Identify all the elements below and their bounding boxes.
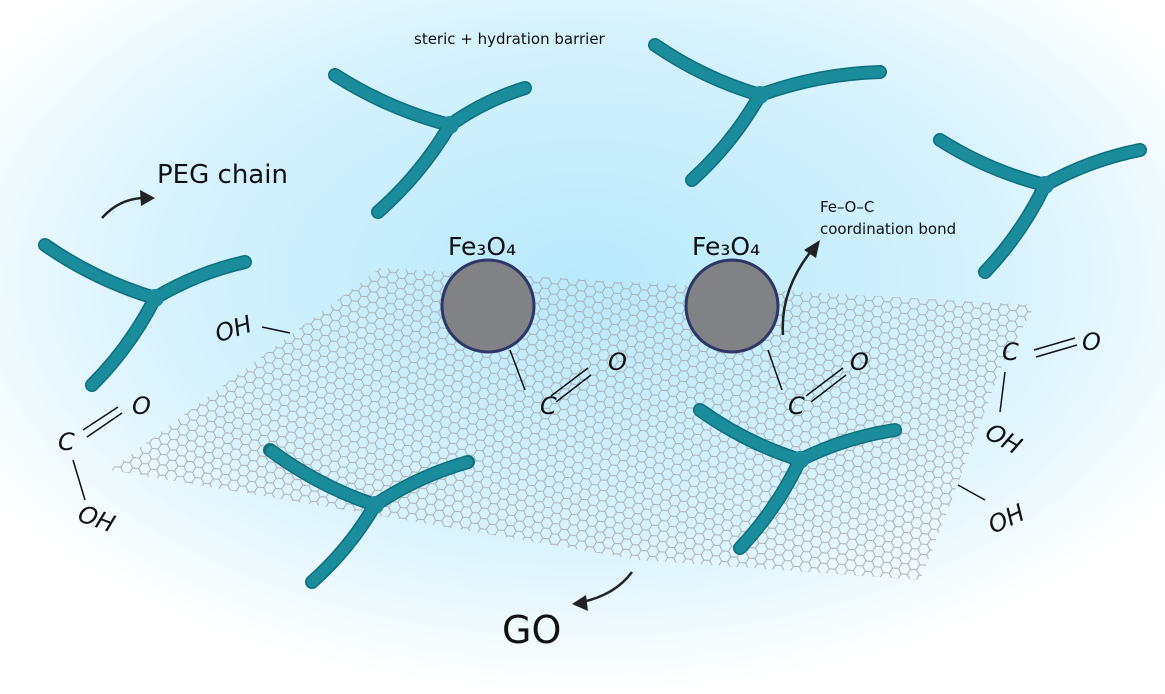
arrowhead-icon xyxy=(140,190,155,206)
bond-label-line1: Fe–O–C xyxy=(820,198,875,216)
peg-chain xyxy=(693,403,902,555)
c-atom: C xyxy=(1002,338,1019,366)
fe3o4-nanoparticle-right xyxy=(684,258,780,354)
o-atom: O xyxy=(132,392,151,420)
peg-chain-label: PEG chain xyxy=(157,160,288,190)
fe3o4-nanoparticle-left xyxy=(440,258,536,354)
peg-chain xyxy=(648,38,887,187)
c-atom: C xyxy=(58,428,75,456)
o-atom: O xyxy=(1082,328,1101,356)
bond-label-line2: coordination bond xyxy=(820,220,957,238)
peg-chain xyxy=(38,238,252,392)
c-atom: C xyxy=(540,392,557,420)
arrowhead-icon xyxy=(804,240,820,258)
o-atom: O xyxy=(850,348,869,376)
arrowheads xyxy=(140,190,820,611)
fe3o4-label-left: Fe₃O₄ xyxy=(448,232,517,261)
arrowhead-icon xyxy=(572,595,588,611)
barrier-label: steric + hydration barrier xyxy=(414,30,605,48)
graphene-oxide-sheet xyxy=(110,268,1035,580)
go-label: GO xyxy=(502,608,562,652)
fe3o4-label-right: Fe₃O₄ xyxy=(692,232,761,261)
peg-chain xyxy=(328,68,532,219)
bond-lines xyxy=(72,326,1078,501)
c-atom: C xyxy=(788,392,805,420)
peg-chain xyxy=(933,133,1147,279)
peg-chain xyxy=(263,443,475,589)
o-atom: O xyxy=(608,348,627,376)
